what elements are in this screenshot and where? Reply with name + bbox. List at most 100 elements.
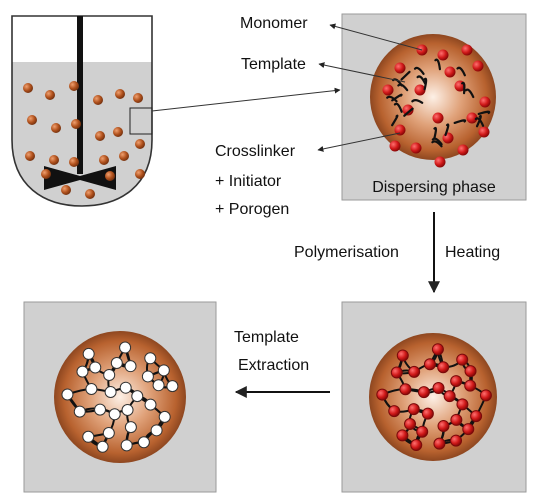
template-molecule (444, 66, 456, 78)
template-molecule (442, 132, 454, 144)
monomer-molecule (434, 58, 442, 71)
extracted-particle (54, 331, 186, 463)
template-molecule (434, 156, 446, 168)
binding-cavity (82, 347, 95, 360)
binding-cavity (102, 427, 115, 440)
monomer-molecule (431, 140, 443, 148)
bound-template (396, 349, 409, 362)
reactor-bead (135, 169, 145, 179)
binding-cavity (85, 383, 98, 396)
template-molecule (402, 104, 414, 116)
template-molecule (472, 60, 484, 72)
bound-template (456, 398, 469, 411)
reactor-bead (115, 89, 125, 99)
reactor-bead (51, 123, 61, 133)
monomer-molecule (475, 115, 482, 128)
binding-cavity (144, 352, 157, 365)
binding-cavity (119, 341, 132, 354)
reactor-bead (135, 139, 145, 149)
binding-cavity (121, 403, 134, 416)
template-molecule (457, 144, 469, 156)
crosslinker-pointer (317, 132, 401, 152)
template-molecule (478, 126, 490, 138)
monomer-molecule (397, 83, 409, 92)
binding-cavity (120, 439, 133, 452)
bound-template (450, 434, 463, 447)
porogen-label: + Porogen (215, 201, 289, 218)
template-molecule (432, 112, 444, 124)
panel-extracted (23, 301, 217, 493)
template-extraction-label-2: Extraction (238, 357, 309, 374)
reactor-beads (23, 81, 145, 199)
template-molecule (394, 62, 406, 74)
zoom-arrow (151, 87, 341, 112)
binding-cavity (108, 408, 121, 421)
binding-cavity (124, 360, 137, 373)
polymerisation-label: Polymerisation (294, 244, 399, 261)
panel-polymerised (341, 301, 527, 493)
bound-template (450, 375, 463, 388)
monomer-molecule (431, 137, 443, 146)
binding-cavity (152, 379, 165, 392)
binding-cavity (157, 364, 170, 377)
binding-cavity (104, 385, 117, 398)
binding-cavity (158, 410, 171, 423)
binding-cavity (144, 398, 157, 411)
reactor-bead (71, 119, 81, 129)
bound-template (396, 429, 409, 442)
panel-dispersing: Dispersing phase (341, 13, 527, 201)
reactor-bead (49, 155, 59, 165)
binding-cavity (73, 405, 86, 418)
bound-template (450, 413, 463, 426)
template-molecule (394, 124, 406, 136)
bound-template (416, 425, 429, 438)
bound-template (470, 410, 483, 423)
monomer-pointer (329, 23, 423, 51)
binding-cavity (124, 421, 137, 434)
reactor-outline (11, 15, 153, 207)
pre-polymer-contents (382, 44, 491, 168)
template-label: Template (241, 56, 306, 73)
bound-template (433, 437, 446, 450)
reactor-bead (119, 151, 129, 161)
template-molecule (382, 84, 394, 96)
bound-template (388, 405, 401, 418)
monomer-molecule (456, 66, 466, 77)
bound-template (376, 388, 389, 401)
reactor-bead (23, 83, 33, 93)
reactor-bead (95, 131, 105, 141)
bound-template (479, 389, 492, 402)
reactor-bead (133, 93, 143, 103)
reactor-bead (93, 95, 103, 105)
binding-cavity (131, 390, 144, 403)
monomer-molecule (393, 102, 403, 113)
bound-template (432, 382, 445, 395)
reactor-bead (105, 171, 115, 181)
binding-cavity (82, 430, 95, 443)
stirrer-shaft (77, 16, 83, 174)
monomer-molecule (413, 66, 425, 75)
binding-cavity (141, 370, 154, 383)
template-molecule (389, 140, 401, 152)
bound-template (456, 353, 469, 366)
reactor-bead (45, 90, 55, 100)
reactor-bead (69, 157, 79, 167)
template-molecule (437, 49, 449, 61)
monomer-label: Monomer (240, 15, 308, 32)
binding-cavity (137, 436, 150, 449)
template-molecule (479, 96, 491, 108)
monomer-molecule (400, 70, 411, 81)
bound-template (462, 423, 475, 436)
bound-template (404, 418, 417, 431)
reactor-bead (113, 127, 123, 137)
template-extraction-label-1: Template (234, 329, 299, 346)
heating-label: Heating (445, 244, 500, 261)
reactor-bead (99, 155, 109, 165)
reactor-bead (85, 189, 95, 199)
imprinted-network (376, 343, 492, 451)
monomer-molecule (444, 123, 450, 137)
template-molecule (414, 84, 426, 96)
template-molecule (466, 112, 478, 124)
monomer-molecule (423, 77, 428, 91)
monomer-molecule (464, 88, 475, 99)
